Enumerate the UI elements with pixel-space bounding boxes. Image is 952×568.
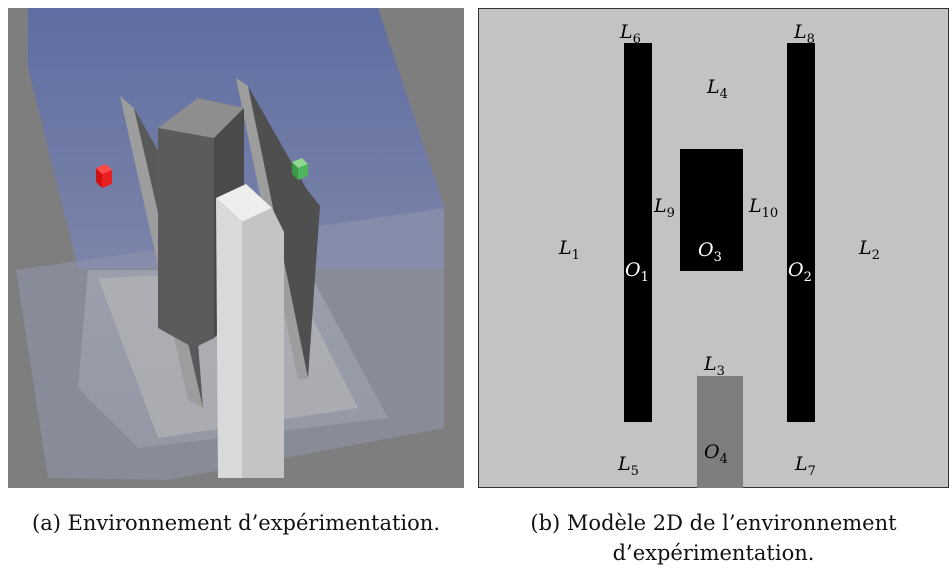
white-block-side	[242, 208, 284, 478]
caption-b: (b) Modèle 2D de l’environnement d’expér…	[478, 508, 949, 568]
label-o3: O3	[698, 239, 722, 265]
label-l4: L4	[706, 76, 728, 102]
environment-3d-render	[8, 8, 464, 488]
label-l3: L3	[703, 353, 725, 379]
label-l1: L1	[558, 237, 580, 263]
white-block-top	[216, 184, 272, 222]
obstacle-o1	[624, 43, 652, 422]
caption-a: (a) Environnement d’expérimentation.	[32, 511, 440, 535]
obstacle-o2	[787, 43, 815, 422]
red-cube	[96, 164, 112, 188]
obstacle-o4	[697, 376, 743, 488]
label-l2: L2	[858, 237, 880, 263]
label-l5: L5	[617, 453, 639, 479]
label-o2: O2	[788, 259, 812, 285]
central-block-top	[158, 98, 244, 138]
green-cube	[292, 158, 308, 180]
label-l8: L8	[793, 21, 815, 47]
caption-b-line2: d’expérimentation.	[612, 541, 815, 565]
caption-b-line1: (b) Modèle 2D de l’environnement	[530, 511, 897, 535]
label-l10: L10	[748, 195, 778, 221]
label-l6: L6	[619, 21, 641, 47]
label-l7: L7	[794, 453, 816, 479]
obstacle-o3	[680, 149, 743, 271]
central-block-front	[158, 128, 214, 348]
label-l9: L9	[653, 195, 675, 221]
label-o1: O1	[625, 259, 649, 285]
label-o4: O4	[704, 441, 728, 467]
white-block-front	[216, 198, 242, 478]
environment-2d-model: L6 L8 L4 L9 L10 L1 L2 O1 O2 O3 L3 O4 L5 …	[478, 8, 949, 488]
